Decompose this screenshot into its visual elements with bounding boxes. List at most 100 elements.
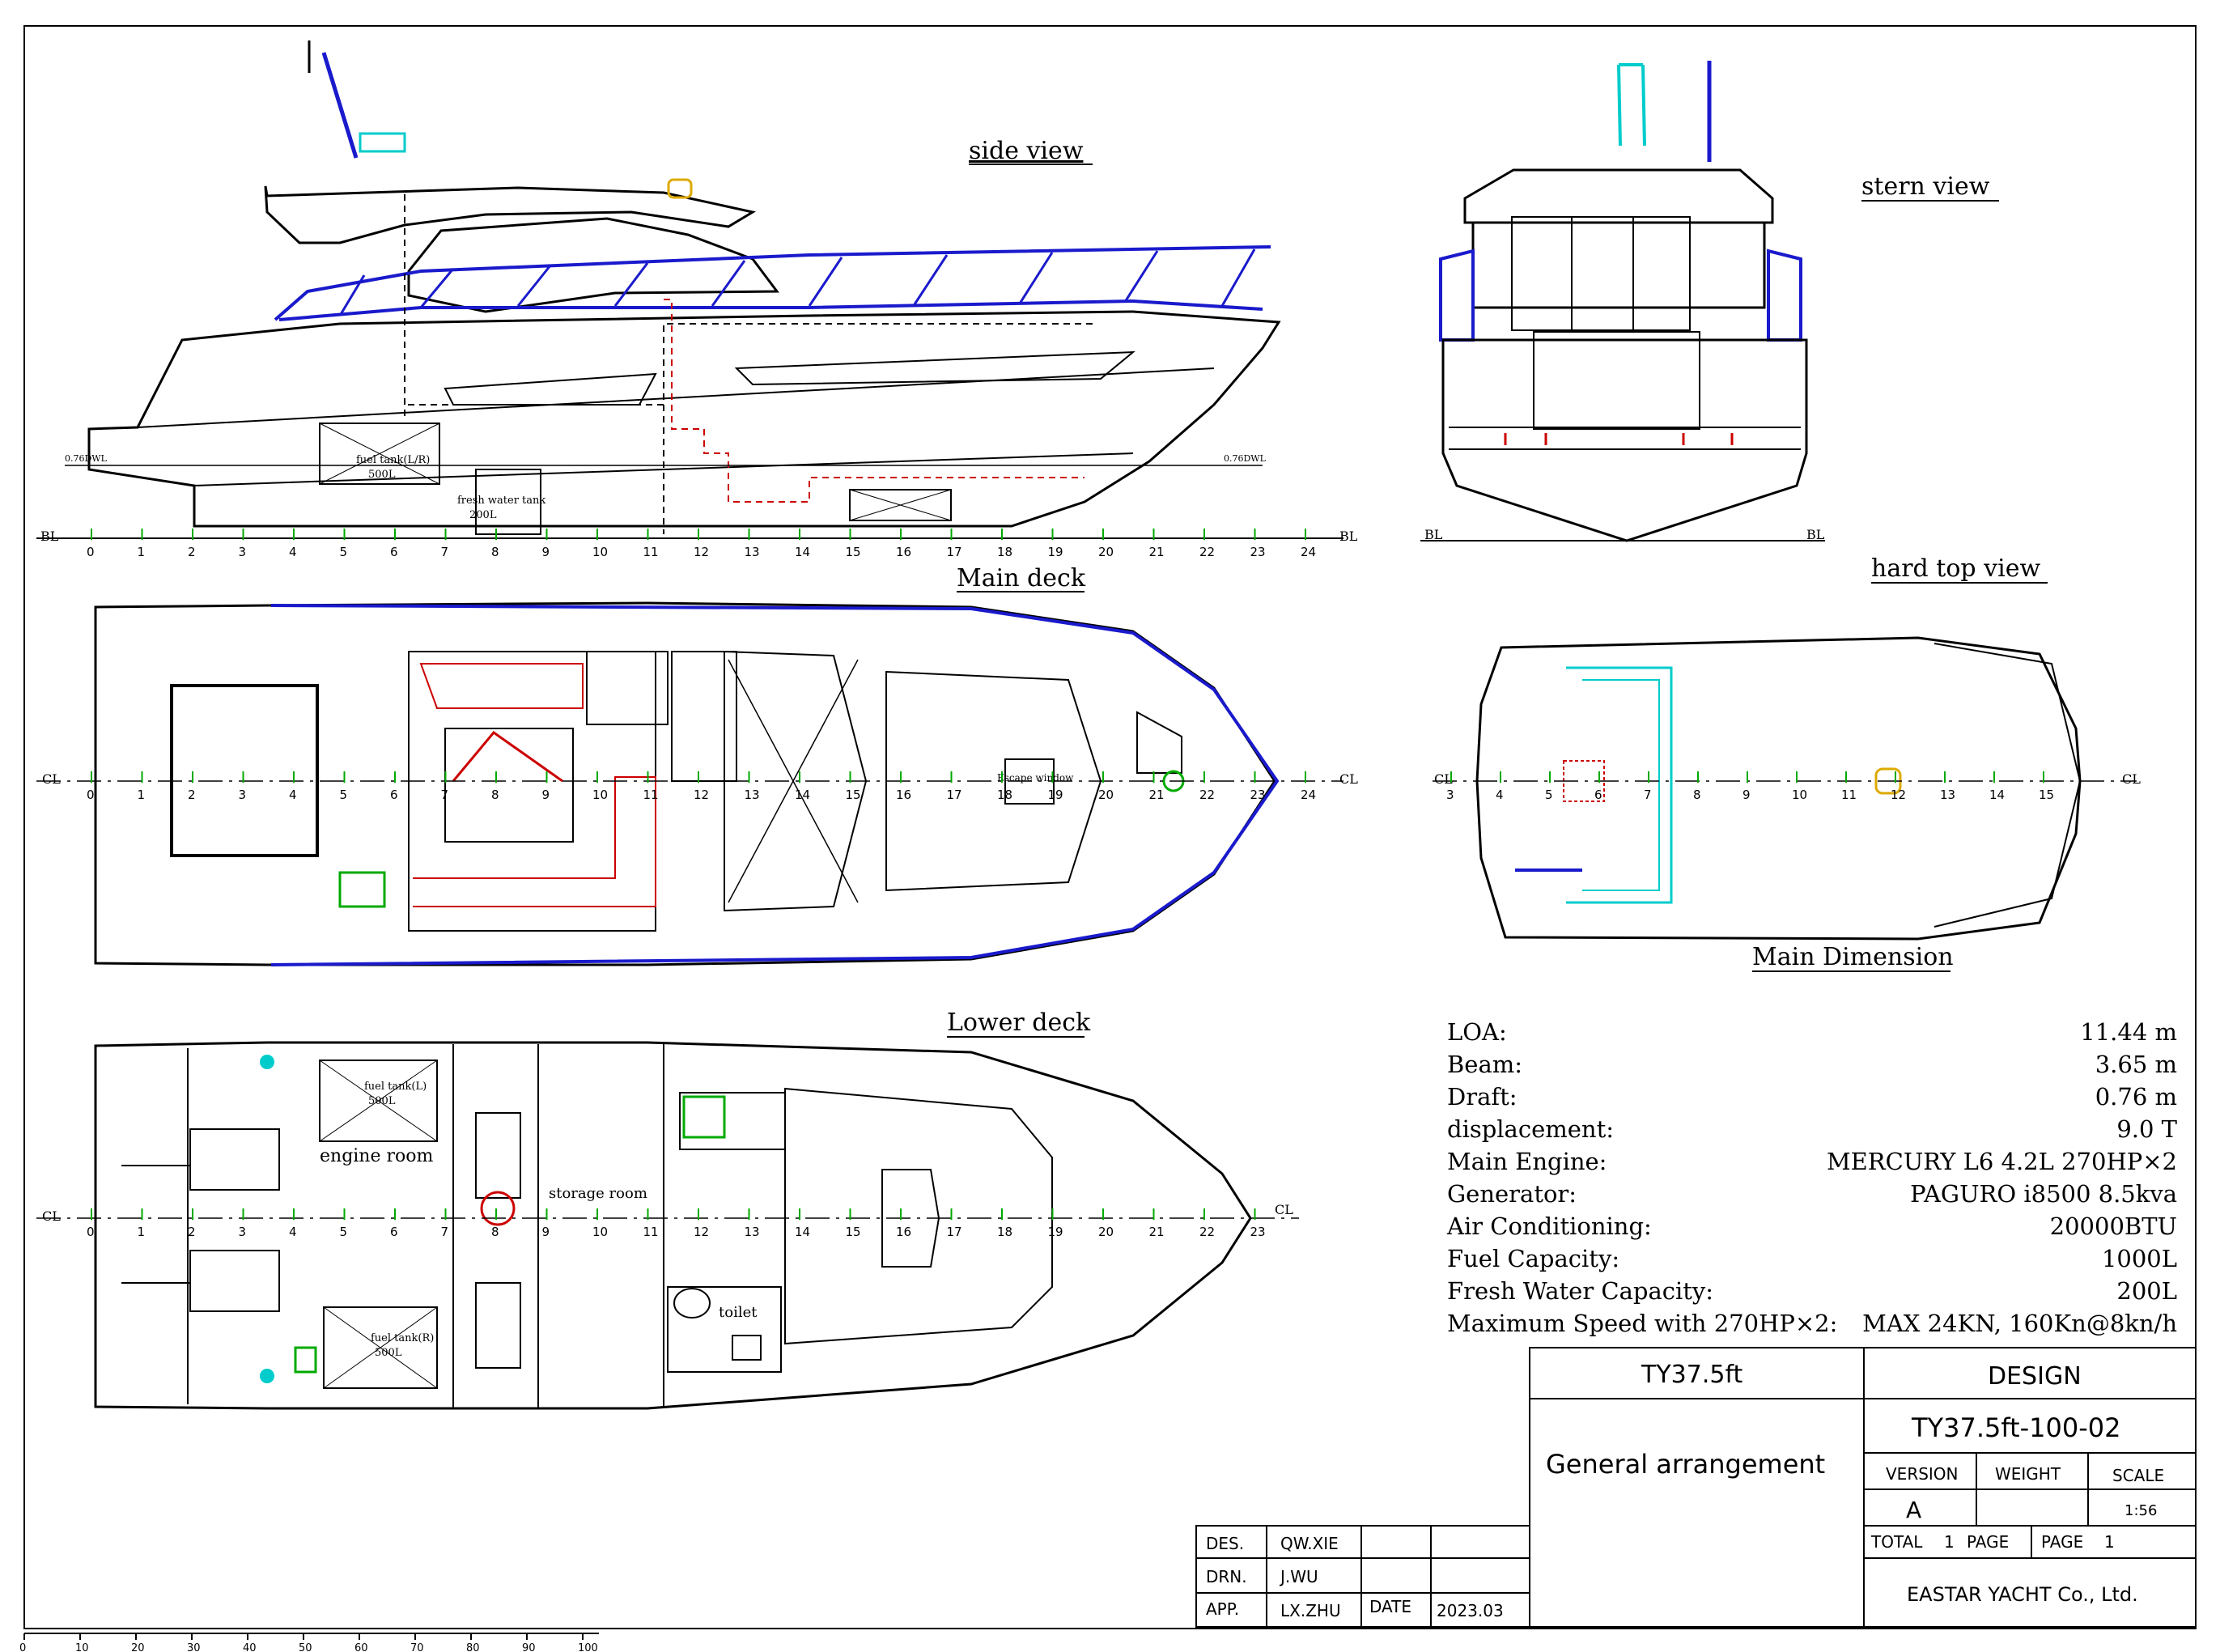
dimension-value: 1000L [2102, 1245, 2177, 1272]
side-station-label: 7 [441, 545, 449, 559]
scale-label: 50 [299, 1642, 312, 1652]
svg-text:VERSION: VERSION [1886, 1464, 1959, 1484]
lower-station-label: 11 [643, 1225, 659, 1239]
fuel-tank-lr-label: fuel tank(L/R) [356, 454, 430, 466]
side-rail [274, 245, 1271, 321]
dimension-label: Beam: [1447, 1051, 1522, 1078]
deck-station-label: 17 [947, 788, 962, 802]
side-station-label: 16 [896, 545, 911, 559]
deck-station-label: 10 [592, 788, 608, 802]
svg-text:1: 1 [2104, 1532, 2115, 1552]
scale-label: 20 [131, 1642, 145, 1652]
deck-station-label: 12 [694, 788, 709, 802]
hull-profile [87, 310, 1281, 528]
fuel-tank-r-label: fuel tank(R) [371, 1332, 434, 1344]
side-station-label: 12 [694, 545, 709, 559]
svg-text:LX.ZHU: LX.ZHU [1280, 1601, 1341, 1620]
hardtop-station-label: 11 [1841, 788, 1857, 802]
side-station-label: 5 [340, 545, 348, 559]
hardtop-station-label: 12 [1891, 788, 1906, 802]
svg-text:2023.03: 2023.03 [1437, 1601, 1504, 1620]
deck-station-label: 0 [87, 788, 95, 802]
title-block: TY37.5ft DESIGN General arrangement TY37… [1195, 1347, 2197, 1628]
hardtop-station-label: 15 [2039, 788, 2054, 802]
deck-station-label: 13 [745, 788, 760, 802]
scale-label: 10 [75, 1642, 89, 1652]
svg-text:BL: BL [1806, 527, 1825, 542]
stern-hardtop [1463, 168, 1774, 224]
deck-station-label: 6 [390, 788, 398, 802]
stern-superstructure [1471, 221, 1766, 309]
hardtop-station-label: 7 [1644, 788, 1652, 802]
dimension-label: Fuel Capacity: [1447, 1245, 1619, 1272]
stern-view-title: stern view [1861, 172, 1990, 201]
side-station-label: 21 [1149, 545, 1165, 559]
scale-label: 80 [466, 1642, 480, 1652]
deck-station-label: 4 [289, 788, 297, 802]
deck-station-label: 11 [643, 788, 659, 802]
fresh-water-cap: 200L [469, 509, 497, 521]
side-station-label: 23 [1250, 545, 1266, 559]
dimension-label: Maximum Speed with 270HP×2: [1447, 1310, 1837, 1337]
side-station-label: 2 [188, 545, 196, 559]
svg-text:APP.: APP. [1206, 1599, 1239, 1619]
hardtop-station-label: 13 [1940, 788, 1955, 802]
side-station-label: 19 [1048, 545, 1063, 559]
dimension-label: Fresh Water Capacity: [1447, 1277, 1713, 1305]
dimension-value: 3.65 m [2095, 1051, 2177, 1078]
hardtop-profile [264, 185, 757, 244]
side-station-label: 0 [87, 545, 95, 559]
dimension-value: 20000BTU [2050, 1212, 2177, 1240]
dimension-label: displacement: [1447, 1115, 1614, 1143]
hardtop-station-label: 5 [1545, 788, 1553, 802]
model-name: TY37.5ft [1641, 1361, 1742, 1389]
side-station-label: 22 [1199, 545, 1215, 559]
lower-station-label: 23 [1250, 1225, 1266, 1239]
hard-top-view-title: hard top view [1871, 554, 2040, 583]
lower-station-label: 10 [592, 1225, 608, 1239]
dimension-label: Generator: [1447, 1180, 1577, 1208]
svg-text:0.76DWL: 0.76DWL [1224, 453, 1267, 464]
svg-text:BL: BL [1424, 527, 1443, 542]
deck-station-label: 24 [1301, 788, 1316, 802]
svg-text:PAGE: PAGE [2041, 1532, 2083, 1552]
side-station-label: 4 [289, 545, 297, 559]
hardtop-station-label: 10 [1792, 788, 1807, 802]
lower-station-label: 16 [896, 1225, 911, 1239]
side-station-label: 17 [947, 545, 962, 559]
hardtop-station-label: 14 [1989, 788, 2005, 802]
scale-value: 1:56 [2124, 1502, 2157, 1519]
fuel-tank-r-cap: 500L [375, 1347, 402, 1359]
svg-text:J.WU: J.WU [1279, 1567, 1318, 1586]
design-label: DESIGN [1988, 1362, 2082, 1391]
svg-text:WEIGHT: WEIGHT [1995, 1464, 2061, 1484]
main-deck-outline [94, 601, 1276, 966]
deck-station-label: 2 [188, 788, 196, 802]
drawing-border [23, 25, 2197, 1629]
lower-station-label: 1 [138, 1225, 146, 1239]
escape-window-label: Escape window [997, 772, 1074, 784]
lower-station-label: 14 [795, 1225, 810, 1239]
dimension-value: 9.0 T [2116, 1115, 2177, 1143]
dimension-label: Draft: [1447, 1083, 1517, 1111]
svg-text:DES.: DES. [1206, 1534, 1244, 1553]
scale-label: 90 [522, 1642, 536, 1652]
lower-station-label: 15 [846, 1225, 861, 1239]
side-station-label: 9 [542, 545, 550, 559]
version-value: A [1906, 1497, 1921, 1523]
toilet-label: toilet [719, 1304, 758, 1321]
deck-station-label: 19 [1048, 788, 1063, 802]
scale-label: 0 [19, 1642, 26, 1652]
deck-station-label: 23 [1250, 788, 1266, 802]
side-station-label: 24 [1301, 545, 1316, 559]
fuel-tank-l-label: fuel tank(L) [364, 1081, 427, 1093]
deck-station-label: 3 [239, 788, 247, 802]
scale-label: 30 [187, 1642, 201, 1652]
